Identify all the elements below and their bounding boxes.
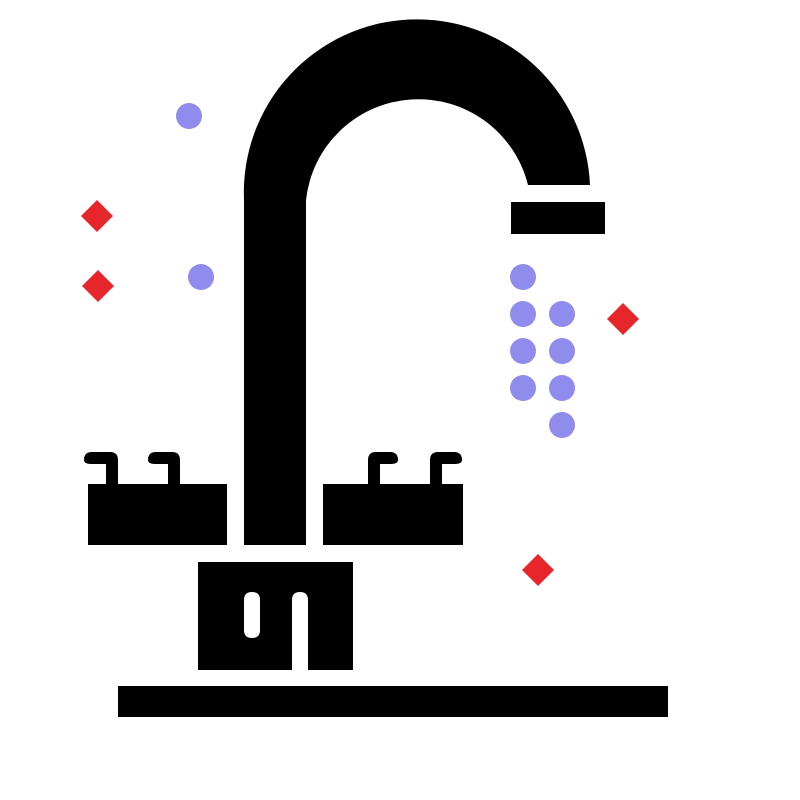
water-drop-8 — [510, 375, 536, 401]
spout-nozzle — [511, 202, 605, 234]
right-handle-lever-2 — [430, 452, 462, 486]
left-handle-block — [88, 484, 227, 545]
sparkle-1 — [81, 200, 113, 232]
left-handle — [84, 452, 227, 545]
sparkles — [81, 200, 639, 586]
water-drop-2 — [188, 264, 214, 290]
sparkle-2 — [82, 270, 114, 302]
spout-arch — [243, 19, 590, 545]
water-drop-10 — [549, 412, 575, 438]
right-handle — [323, 452, 463, 545]
right-handle-block — [323, 484, 463, 545]
counter-bar — [118, 686, 668, 717]
sparkle-4 — [522, 554, 554, 586]
faucet-icon — [84, 19, 668, 717]
left-handle-lever-1 — [84, 452, 118, 486]
water-drop-1 — [176, 103, 202, 129]
water-drop-3 — [510, 264, 536, 290]
water-drop-6 — [510, 338, 536, 364]
faucet-base — [198, 562, 353, 670]
sparkle-3 — [607, 303, 639, 335]
water-drop-4 — [510, 301, 536, 327]
water-drop-9 — [549, 375, 575, 401]
water-drop-5 — [549, 301, 575, 327]
left-handle-lever-2 — [148, 452, 180, 486]
right-handle-lever-1 — [368, 452, 398, 486]
water-drop-7 — [549, 338, 575, 364]
water-drops — [176, 103, 575, 438]
base-pedestal — [198, 562, 353, 670]
